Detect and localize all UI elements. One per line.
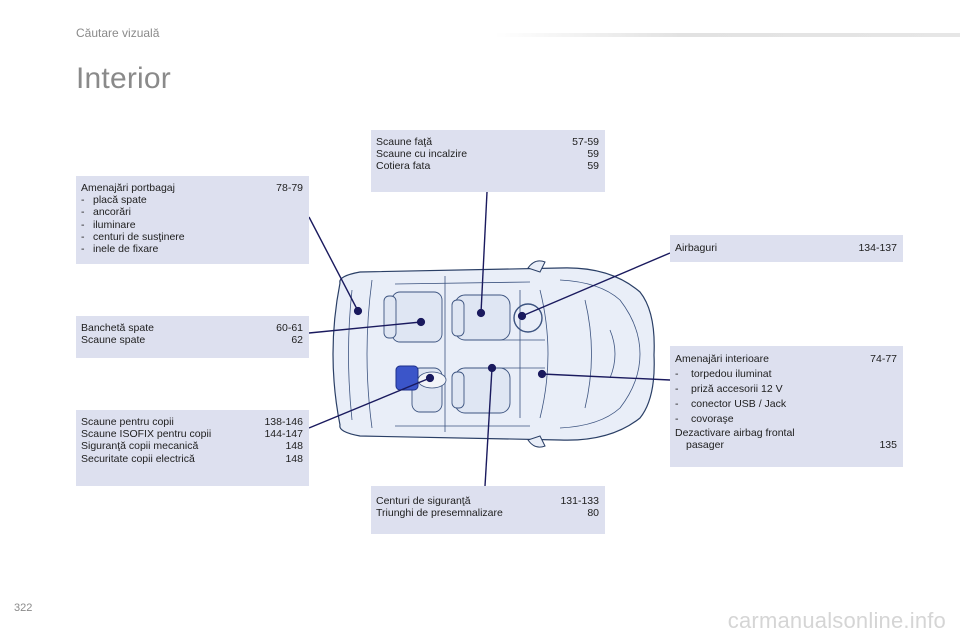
portbagaj-page: 78-79 [276, 182, 303, 194]
list-item: -iluminare [81, 218, 136, 231]
portbagaj-row: Amenajări portbagaj 78-79 [81, 182, 303, 194]
dot-portbagaj [353, 306, 363, 316]
dot-centuri [487, 363, 497, 373]
box-portbagaj[interactable]: Amenajări portbagaj 78-79 -placă spate -… [76, 176, 309, 264]
dot-copii [425, 373, 435, 383]
portbagaj-title: Amenajări portbagaj [81, 182, 175, 194]
list-item: -torpedou iluminat [675, 368, 772, 380]
dot-airbaguri [517, 311, 527, 321]
dot-interioare [537, 369, 547, 379]
leader-scaune-fata [480, 191, 488, 314]
list-item: -priză accesorii 12 V [675, 383, 783, 395]
page-title: Interior [76, 62, 171, 95]
header-rule [495, 33, 960, 37]
list-item: -inele de fixare [81, 243, 159, 256]
list-item: -ancorări [81, 206, 131, 219]
leader-banchete [308, 321, 422, 334]
airbag-deactivation-line: Dezactivare airbag frontal [675, 427, 795, 439]
dot-banchete [416, 317, 426, 327]
list-item: -covoraşe [675, 413, 734, 425]
leader-copii [308, 377, 431, 429]
list-item: -conector USB / Jack [675, 398, 787, 410]
car-body [332, 267, 655, 441]
left-mirror [527, 260, 546, 273]
section-header: Căutare vizuală [76, 26, 160, 40]
list-item: -placă spate [81, 194, 147, 207]
watermark: carmanualsonline.info [727, 608, 946, 633]
right-mirror [527, 435, 546, 448]
steering-wheel [513, 303, 543, 333]
leader-airbaguri [521, 252, 671, 317]
rear-seat-left [391, 291, 443, 343]
leader-interioare [541, 373, 671, 381]
leader-centuri [484, 367, 493, 487]
list-item: -centuri de susţinere [81, 230, 185, 243]
dot-scaune-fata [476, 308, 486, 318]
page-number: 322 [14, 602, 33, 614]
leader-portbagaj [308, 216, 359, 312]
